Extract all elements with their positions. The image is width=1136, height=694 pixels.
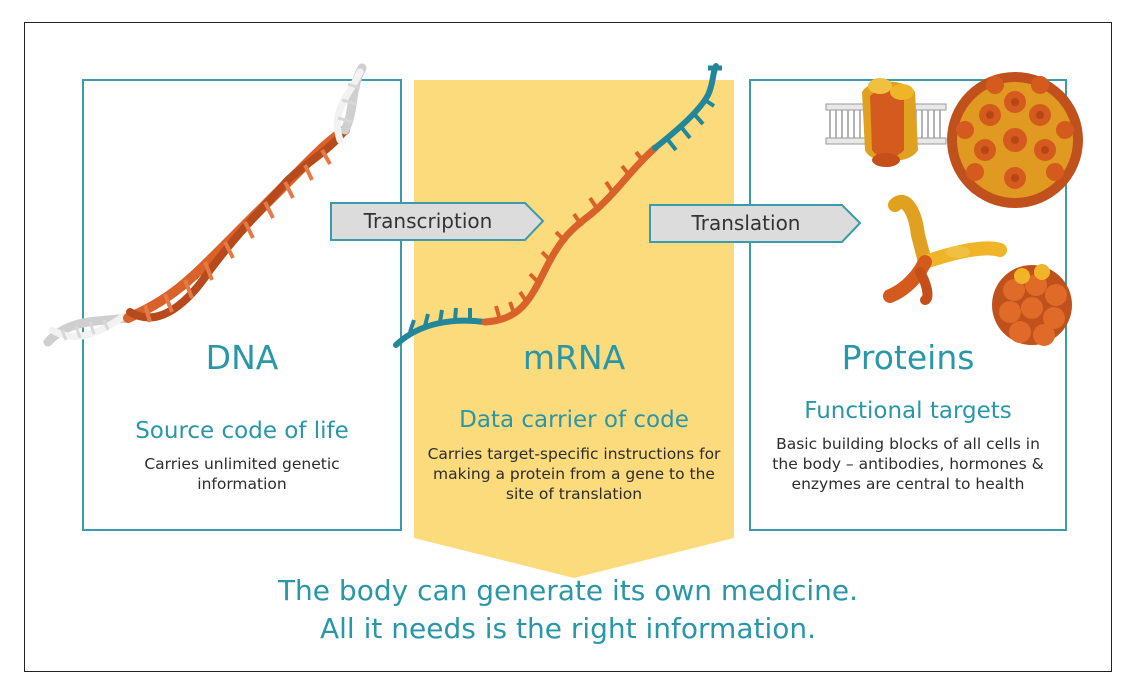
membrane-protein-icon: [825, 78, 947, 167]
footer-line-2: All it needs is the right information.: [319, 612, 817, 645]
transcription-label: Transcription: [363, 209, 493, 233]
dna-helix-icon: [43, 63, 367, 347]
translation-arrow: [649, 204, 862, 243]
proteins-description: Basic building blocks of all cells in th…: [772, 435, 1044, 493]
transcription-arrow: [330, 202, 545, 241]
protein-complex-icon: [992, 264, 1072, 346]
mrna-description: Carries target-specific instructions for…: [427, 445, 721, 503]
proteins-subtitle: Functional targets: [804, 398, 1012, 424]
mrna-subtitle: Data carrier of code: [459, 407, 689, 433]
footer-line-1: The body can generate its own medicine.: [277, 574, 859, 607]
translation-label: Translation: [691, 211, 801, 235]
dna-subtitle: Source code of life: [135, 418, 349, 444]
antibody-icon: [883, 195, 1007, 305]
dna-title: DNA: [205, 338, 279, 377]
dna-box: [82, 79, 402, 531]
mrna-strand-icon: [393, 63, 722, 348]
dna-description: Carries unlimited genetic information: [144, 455, 340, 493]
mrna-title: mRNA: [522, 338, 626, 377]
virus-capsid-icon: [947, 72, 1083, 208]
proteins-title: Proteins: [841, 338, 975, 377]
